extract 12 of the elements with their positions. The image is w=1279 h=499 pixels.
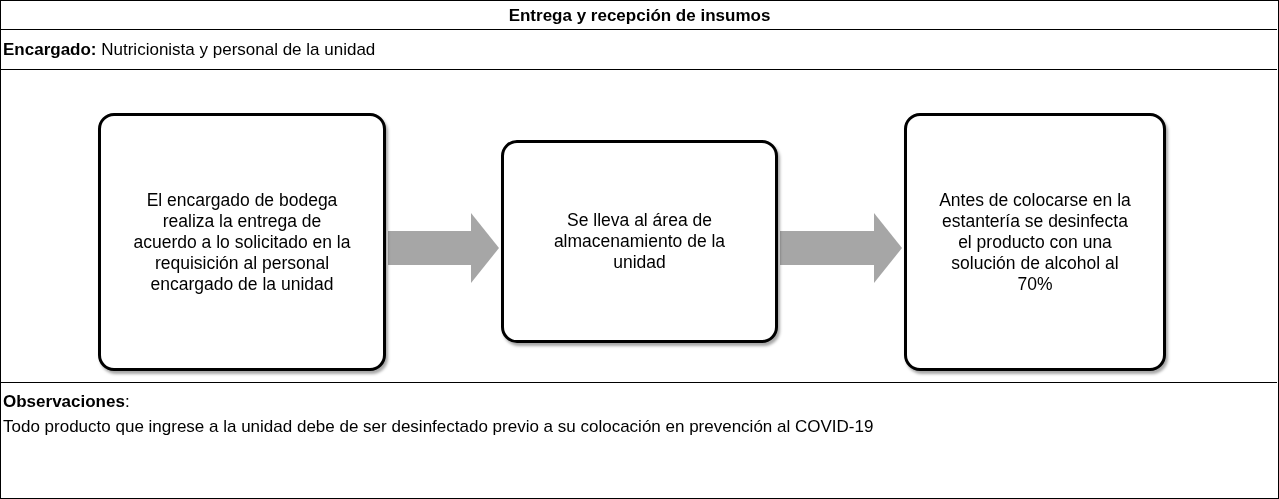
step-text: El encargado de bodega realiza la entrega de acuerdo a lo solicitado en la requisición al personal encargado de la unidad (132, 189, 352, 295)
notes-text: Todo producto que ingrese a la unidad debe de ser desinfectado previo a su colocación en prevención al COVID-19 (3, 416, 875, 437)
responsible-text: Encargado: Nutricionista y personal de la unidad (3, 39, 377, 60)
process-box (98, 113, 386, 371)
block-arrow (388, 213, 499, 283)
step-text: Antes de colocarse en la estantería se desinfecta el producto con una solución de alcohol al 70% (938, 189, 1132, 295)
notes-heading: Observaciones: (3, 391, 131, 412)
table-header: Entrega y recepción de insumos (507, 5, 772, 26)
step-text: Se lleva al área de almacenamiento de la unidad (552, 210, 727, 273)
block-arrow (780, 213, 902, 283)
process-box (501, 140, 778, 343)
process-box (904, 113, 1166, 371)
